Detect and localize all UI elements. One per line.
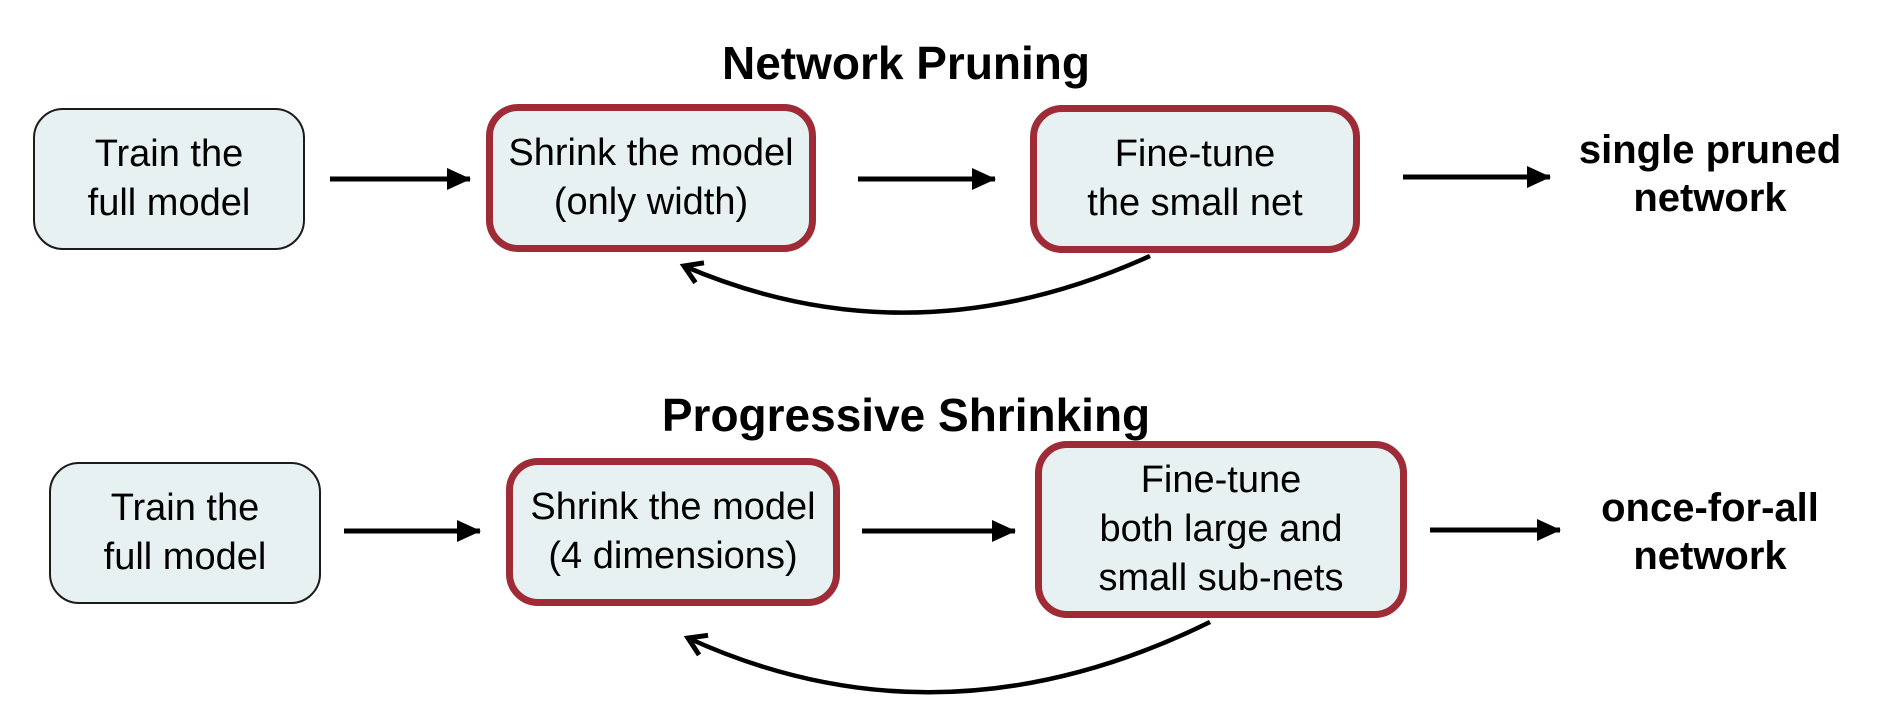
diagram-title-progressive-shrinking: Progressive Shrinking: [661, 389, 1151, 441]
box-train-full-model-top: Train the full model: [33, 108, 305, 250]
box-label: Fine-tune the small net: [1087, 133, 1303, 224]
box-label: Shrink the model (4 dimensions): [530, 486, 816, 577]
feedback-arrow-top: [679, 253, 1151, 315]
box-label: Train the full model: [103, 487, 267, 578]
box-label: Shrink the model (only width): [508, 132, 794, 223]
diagram-title-network-pruning: Network Pruning: [721, 37, 1091, 89]
box-finetune-large-and-small-subnets: Fine-tune both large and small sub-nets: [1035, 441, 1407, 618]
box-label: Train the full model: [87, 133, 251, 224]
feedback-arrow-bottom: [683, 619, 1211, 695]
box-shrink-model-4-dimensions: Shrink the model (4 dimensions): [506, 458, 840, 606]
box-train-full-model-bottom: Train the full model: [49, 462, 321, 604]
box-shrink-model-only-width: Shrink the model (only width): [486, 104, 816, 252]
box-label: Fine-tune both large and small sub-nets: [1098, 459, 1344, 599]
output-label-once-for-all-network: once-for-all network: [1601, 486, 1819, 578]
box-finetune-small-net: Fine-tune the small net: [1030, 105, 1360, 253]
output-label-single-pruned-network: single pruned network: [1578, 128, 1842, 220]
